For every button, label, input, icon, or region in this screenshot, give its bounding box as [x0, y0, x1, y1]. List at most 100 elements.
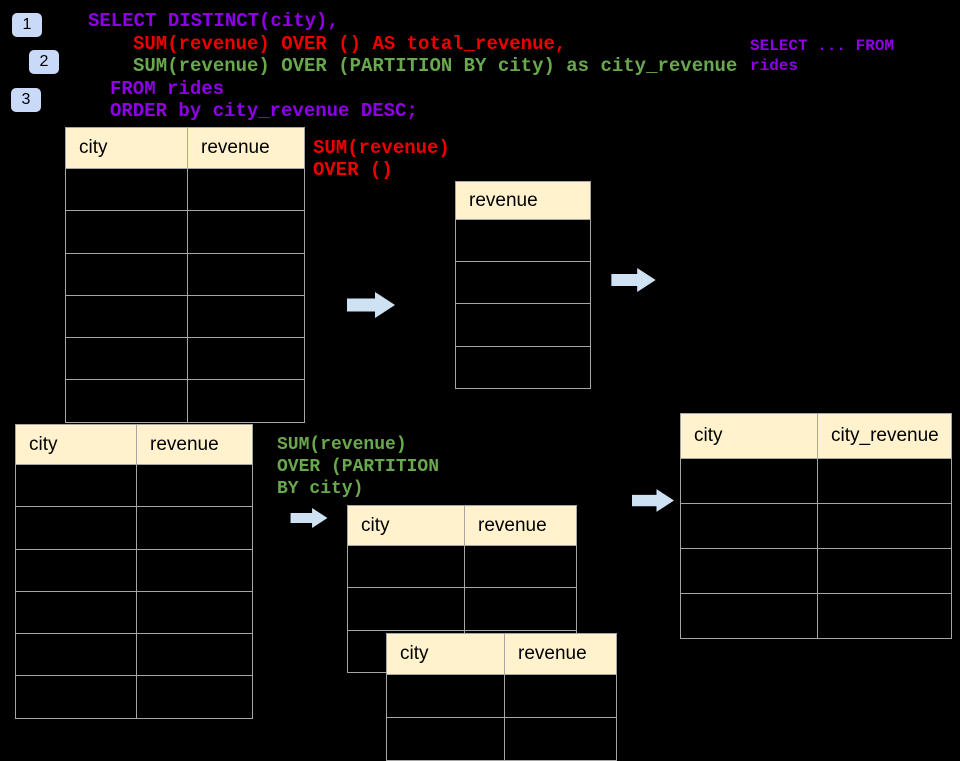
table-body: [16, 464, 252, 718]
table-cell: [66, 338, 187, 379]
step-badge-3: 3: [11, 88, 41, 112]
sql-window-function-slide: { "colors": { "background": "#000000", "…: [11, 10, 952, 761]
table-cell: [16, 592, 136, 633]
flow-arrow-right-icon: [290, 508, 328, 528]
sql-line-order-by: ORDER by city_revenue DESC;: [110, 100, 418, 122]
table-row: [456, 303, 590, 345]
table-header-row: city revenue: [387, 634, 616, 674]
table-city-revenue-result: city city_revenue: [680, 413, 952, 639]
table-row: [456, 345, 590, 388]
table-cell: [16, 634, 136, 675]
table-cell: [681, 549, 817, 593]
table-header-row: city revenue: [66, 128, 304, 168]
table-row: [16, 506, 252, 549]
table-cell: [66, 380, 187, 421]
column-header-revenue: revenue: [136, 425, 252, 464]
table-cell: [817, 549, 951, 593]
table-cell: [136, 676, 252, 718]
side-note-select-from-rides: SELECT ... FROM rides: [750, 37, 895, 75]
table-total-revenue: revenue: [455, 181, 591, 389]
table-row: [348, 587, 576, 630]
column-header-city: city: [79, 137, 108, 158]
table-cell: [66, 296, 187, 337]
table-cell: [66, 254, 187, 295]
table-cell: [348, 546, 464, 587]
table-row: [681, 548, 951, 593]
table-row: [456, 219, 590, 261]
table-cell: [66, 169, 187, 210]
flow-arrow-right-icon: [632, 489, 674, 512]
table-row: [16, 633, 252, 676]
label-sum-over-partition: SUM(revenue) OVER (PARTITION BY city): [277, 435, 440, 499]
table-cell: [348, 588, 464, 629]
column-header-city: city: [29, 433, 58, 455]
sql-line-from: FROM rides: [110, 78, 225, 100]
flow-arrow-right-icon: [347, 292, 395, 318]
table-rides-source: city revenue: [65, 127, 305, 423]
table-cell: [66, 211, 187, 252]
table-cell: [504, 675, 616, 717]
column-header-city-revenue: city_revenue: [817, 414, 951, 458]
column-header-revenue: revenue: [504, 634, 616, 674]
table-cell: [136, 591, 252, 634]
table-header-row: city revenue: [348, 506, 576, 545]
column-header-revenue: revenue: [187, 128, 304, 168]
table-cell: [387, 675, 504, 717]
table-cell: [456, 347, 590, 388]
table-cell: [817, 504, 951, 548]
table-cell: [464, 588, 576, 630]
table-row: [16, 590, 252, 634]
sql-line-select-distinct: SELECT DISTINCT(city),: [88, 10, 339, 32]
table-cell: [136, 549, 252, 591]
table-row: [387, 674, 616, 717]
table-row: [16, 675, 252, 718]
table-cell: [136, 507, 252, 549]
table-row: [66, 252, 304, 295]
table-header-row: revenue: [456, 182, 590, 219]
table-row: [681, 503, 951, 548]
table-cell: [187, 338, 304, 380]
table-rides-step3: city revenue: [15, 424, 253, 719]
table-row: [681, 593, 951, 638]
table-cell: [187, 211, 304, 253]
table-cell: [681, 459, 817, 503]
table-cell: [187, 380, 304, 422]
sql-line-city-revenue: SUM(revenue) OVER (PARTITION BY city) as…: [133, 55, 738, 77]
table-cell: [187, 169, 304, 211]
step-badge-1: 1: [12, 13, 42, 37]
table-row: [66, 168, 304, 211]
table-cell: [456, 262, 590, 303]
column-header-city: city: [361, 514, 390, 536]
table-row: [16, 464, 252, 507]
table-cell: [464, 546, 576, 588]
table-row: [66, 337, 304, 380]
table-cell: [817, 594, 951, 638]
column-header-revenue: revenue: [464, 506, 576, 545]
table-header-row: city city_revenue: [681, 414, 951, 458]
table-cell: [681, 504, 817, 548]
table-cell: [136, 465, 252, 507]
column-header-city: city: [694, 425, 723, 446]
table-partition-group-2: city revenue: [386, 633, 617, 761]
table-cell: [456, 220, 590, 261]
table-row: [387, 717, 616, 760]
table-cell: [456, 304, 590, 345]
table-cell: [16, 676, 136, 717]
table-row: [66, 210, 304, 253]
table-cell: [187, 295, 304, 338]
table-cell: [16, 507, 136, 548]
table-cell: [16, 465, 136, 506]
label-sum-over-all: SUM(revenue) OVER (): [313, 137, 450, 181]
table-cell: [817, 459, 951, 503]
table-cell: [187, 253, 304, 295]
table-body: [456, 219, 590, 388]
table-body: [387, 674, 616, 760]
table-row: [348, 545, 576, 588]
table-body: [681, 458, 951, 638]
step-badge-2: 2: [29, 50, 59, 74]
flow-arrow-right-icon: [611, 268, 656, 292]
table-cell: [681, 594, 817, 638]
table-cell: [16, 550, 136, 591]
table-cell: [136, 634, 252, 676]
table-body: [66, 168, 304, 422]
